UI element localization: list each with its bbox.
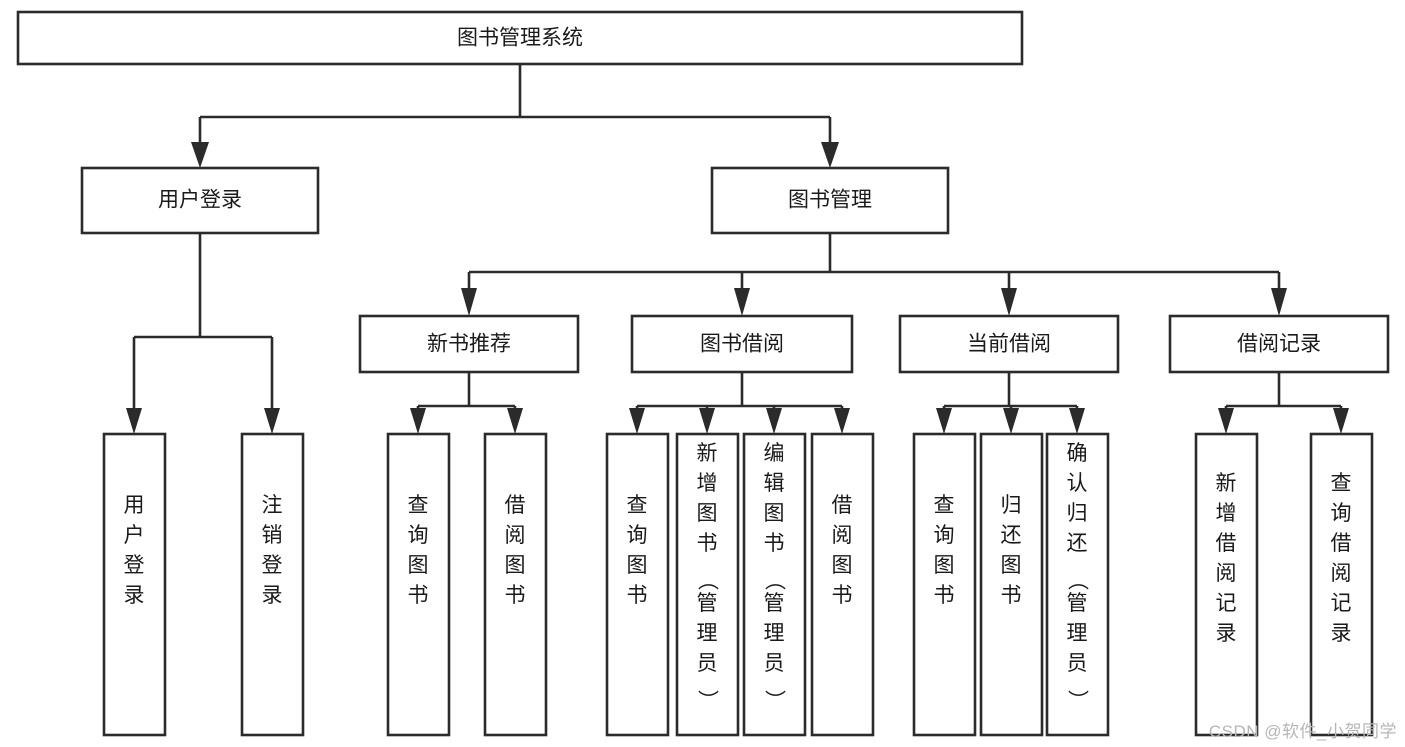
node-book-management[interactable]: 图书管理 — [710, 166, 950, 235]
arrow-book-mgmt-borrow — [734, 288, 750, 316]
arrow-br-leaf2 — [1333, 408, 1349, 434]
arrow-user-login-leaf2 — [264, 408, 280, 434]
node-new-book-recommend-label: 新书推荐 — [427, 333, 511, 356]
leaf-br-query-record-label: 查询借阅记录 — [1331, 472, 1352, 645]
connector-group-borrow-record — [1218, 372, 1349, 434]
node-current-borrow[interactable]: 当前借阅 — [898, 314, 1120, 374]
arrow-book-mgmt-new-book — [461, 288, 477, 316]
node-borrow-record[interactable]: 借阅记录 — [1168, 314, 1390, 374]
connector-group-book-borrow — [629, 372, 850, 434]
leaf-logout-label: 注销登录 — [262, 494, 283, 607]
leaf-user-login-label: 用户登录 — [124, 494, 145, 607]
svg-text:）: ） — [696, 690, 719, 711]
leaf-cb-return-book-box[interactable] — [979, 432, 1044, 737]
svg-text:（: （ — [1066, 570, 1089, 591]
leaf-nbr-borrow-book[interactable]: 借阅图书 — [483, 432, 548, 737]
arrow-bb-leaf2 — [699, 408, 715, 434]
arrow-bb-leaf4 — [834, 408, 850, 434]
leaf-br-add-record-box[interactable] — [1194, 432, 1259, 737]
leaf-cb-return-book[interactable]: 归还图书 — [979, 432, 1044, 737]
node-user-login-box[interactable] — [80, 166, 320, 235]
leaf-bb-query-book-box[interactable] — [605, 432, 670, 737]
leaf-bb-edit-book-admin-box[interactable] — [742, 432, 807, 737]
leaf-bb-borrow-book-box[interactable] — [810, 432, 875, 737]
svg-text:（: （ — [696, 570, 719, 591]
leaf-nbr-query-book-box[interactable] — [386, 432, 451, 737]
leaf-nbr-query-book[interactable]: 查询图书 — [386, 432, 451, 737]
leaf-bb-edit-book-admin[interactable]: 编辑图书管理员 （ ） — [742, 432, 807, 737]
node-book-management-label: 图书管理 — [788, 189, 872, 212]
arrow-root-to-book-mgmt — [821, 142, 839, 168]
leaf-cb-query-book-label: 查询图书 — [934, 494, 955, 607]
arrow-nbr-leaf2 — [507, 408, 523, 434]
leaf-cb-confirm-return-admin-box[interactable] — [1045, 432, 1110, 737]
leaf-bb-add-book-admin[interactable]: 新增图书管理员 （ ） — [675, 432, 740, 737]
leaf-nbr-borrow-book-label: 借阅图书 — [505, 494, 526, 607]
leaf-bb-borrow-book-label: 借阅图书 — [832, 494, 853, 607]
node-new-book-recommend-box[interactable] — [358, 314, 580, 374]
connector-group-user-login — [126, 233, 280, 434]
node-root-book-management-system[interactable]: 图书管理系统 — [16, 10, 1024, 66]
leaf-cb-query-book-box[interactable] — [912, 432, 977, 737]
leaf-nbr-borrow-book-box[interactable] — [483, 432, 548, 737]
svg-text:）: ） — [1066, 690, 1089, 711]
node-book-management-box[interactable] — [710, 166, 950, 235]
leaf-bb-borrow-book[interactable]: 借阅图书 — [810, 432, 875, 737]
connector-group-root — [191, 64, 839, 168]
svg-text:（: （ — [763, 570, 786, 591]
leaf-bb-add-book-admin-box[interactable] — [675, 432, 740, 737]
leaf-bb-add-book-admin-label: 新增图书管理员 — [697, 442, 718, 675]
connector-group-book-mgmt — [461, 233, 1287, 316]
leaf-logout[interactable]: 注销登录 — [240, 432, 305, 737]
leaf-cb-query-book[interactable]: 查询图书 — [912, 432, 977, 737]
leaf-bb-query-book[interactable]: 查询图书 — [605, 432, 670, 737]
leaf-nbr-query-book-label: 查询图书 — [408, 494, 429, 607]
node-new-book-recommend[interactable]: 新书推荐 — [358, 314, 580, 374]
leaf-cb-confirm-return-admin-label: 确认归还管理员 — [1067, 442, 1088, 675]
connector-group-current-borrow — [936, 372, 1085, 434]
node-book-borrow-label: 图书借阅 — [700, 333, 784, 356]
leaf-bb-query-book-label: 查询图书 — [627, 494, 648, 607]
node-user-login-label: 用户登录 — [158, 189, 242, 212]
svg-text:）: ） — [763, 690, 786, 711]
arrow-book-mgmt-record — [1271, 288, 1287, 316]
node-book-borrow-box[interactable] — [630, 314, 854, 374]
leaf-logout-box[interactable] — [240, 432, 305, 737]
node-borrow-record-box[interactable] — [1168, 314, 1390, 374]
node-borrow-record-label: 借阅记录 — [1237, 333, 1321, 356]
node-root-label: 图书管理系统 — [457, 27, 583, 50]
arrow-bb-leaf1 — [629, 408, 645, 434]
arrow-cb-leaf1 — [936, 408, 952, 434]
leaf-br-query-record-box[interactable] — [1309, 432, 1374, 737]
arrow-root-to-user-login — [191, 142, 209, 168]
arrow-br-leaf1 — [1218, 408, 1234, 434]
arrow-user-login-leaf1 — [126, 408, 142, 434]
leaf-user-login[interactable]: 用户登录 — [102, 432, 167, 737]
leaf-cb-return-book-label: 归还图书 — [1001, 494, 1022, 607]
leaf-cb-confirm-return-admin[interactable]: 确认归还管理员 （ ） — [1045, 432, 1110, 737]
leaf-bb-edit-book-admin-label: 编辑图书管理员 — [764, 442, 785, 675]
leaf-br-add-record-label: 新增借阅记录 — [1216, 472, 1237, 645]
arrow-cb-leaf2 — [1003, 408, 1019, 434]
arrow-cb-leaf3 — [1069, 408, 1085, 434]
node-root-box[interactable] — [16, 10, 1024, 66]
node-user-login[interactable]: 用户登录 — [80, 166, 320, 235]
node-current-borrow-label: 当前借阅 — [967, 333, 1051, 356]
node-current-borrow-box[interactable] — [898, 314, 1120, 374]
arrow-book-mgmt-current — [1001, 288, 1017, 316]
leaf-br-add-record[interactable]: 新增借阅记录 — [1194, 432, 1259, 737]
arrow-nbr-leaf1 — [410, 408, 426, 434]
leaf-user-login-box[interactable] — [102, 432, 167, 737]
arrow-bb-leaf3 — [766, 408, 782, 434]
connector-group-new-book-recommend — [410, 372, 523, 434]
leaf-br-query-record[interactable]: 查询借阅记录 — [1309, 432, 1374, 737]
node-book-borrow[interactable]: 图书借阅 — [630, 314, 854, 374]
